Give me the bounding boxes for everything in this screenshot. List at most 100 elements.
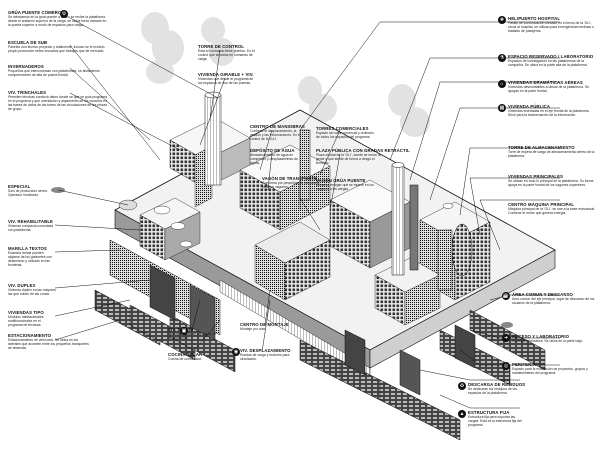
label-title: DEPÓSITO DE AGUA <box>250 148 295 153</box>
label-desc: Alimenta recoger que se mueve en los vag… <box>316 183 374 192</box>
label-title: VAGÓN GRÚA PUENTE <box>316 178 366 183</box>
label-desc: Viviendas que desde el programa de los e… <box>198 77 254 86</box>
label-title: TORRE DE ALMACENAMIENTO <box>508 145 575 150</box>
label-desc: Máquina principal de la 'GLI', se une a … <box>508 207 596 216</box>
label-torre-almacenamiento: TORRE DE ALMACENAMIENTO Torre de espera … <box>508 145 596 158</box>
label-especial: ESPECIAL Solo de producción aérea. Opera… <box>8 184 53 197</box>
label-desc: Solo de producción aérea. Operador Ilumi… <box>8 189 48 198</box>
label-title: CENTRO MÁQUINA PRINCIPAL <box>508 202 575 207</box>
label-area-comun: ÁREA COMUN Y DESCANSO Área común del eje… <box>512 292 596 305</box>
label-title: VIVIENDA PÚBLICA <box>508 104 551 109</box>
label-desc: Torre de espera de carga de almacenamien… <box>508 150 595 159</box>
label-desc: Almacenamiento de agua en compresor y de… <box>250 153 299 166</box>
label-desc: Vivienda informativa. Se ubica en la par… <box>512 339 583 343</box>
label-desc: Módulos habitacionales multifuncionales … <box>8 315 44 328</box>
label-viv-duplex: VIV. DUPLEX Vivienda duplex en las mayor… <box>8 283 56 296</box>
label-marilla: MARILLA TEXTOS Estancia donde pueden alo… <box>8 246 56 267</box>
label-title: VIVIENDA GIRABLE + VIV. <box>198 72 254 77</box>
label-desc: Estructura fija para soportar las cargas… <box>468 415 522 428</box>
building-icon: ▦ <box>498 104 506 112</box>
label-desc: Cocina de comunidad. <box>168 357 202 361</box>
label-desc: Espacios de investigación en las platafo… <box>508 59 588 68</box>
label-estacionamiento: ESTACIONAMIENTO Estacionamiento de vehíc… <box>8 333 90 350</box>
label-title: ACCESO Y LABORATORIO <box>512 334 570 339</box>
label-title: DESCARGA DE RESIDUOS <box>468 382 526 387</box>
label-vagon-grua: VAGÓN GRÚA PUENTE Alimenta recoger que s… <box>316 178 374 191</box>
hospital-icon: ✚ <box>498 16 506 24</box>
label-title: GRÚA PUENTE COMERCIAL <box>8 10 69 15</box>
lab-icon: ⚗ <box>498 54 506 62</box>
label-title: MARILLA TEXTOS <box>8 246 47 251</box>
label-acceso: ACCESO Y LABORATORIO Vivienda informativ… <box>512 334 596 343</box>
label-title: VIV. REHABILITABLE <box>8 219 54 224</box>
label-desc: Paneles con técnico proyecto y totalment… <box>8 45 105 54</box>
label-title: ESCUELA DE SUB <box>8 40 48 45</box>
towers <box>204 91 473 291</box>
label-desc: Estacionamiento de vehículos. Se ubica e… <box>8 338 89 351</box>
label-title: VIVIENDAS TIPO <box>8 310 44 315</box>
label-viv-tatami: VIV. TATAMI Vivir orientadas en las base… <box>168 327 216 340</box>
label-desc: Vivienda duplex en las mayores las que s… <box>8 288 56 297</box>
label-desc: Vivir orientadas en las bases de la colo… <box>168 332 217 341</box>
label-desc: Ruedas de carga y motores para circulaci… <box>240 353 290 362</box>
label-torre-control: TORRE DE CONTROL Ésta en comando tiene p… <box>198 44 258 61</box>
label-invernaderos: INVERNADEROS Pequeños que interconectan … <box>8 64 108 77</box>
house-icon: ⌂ <box>498 80 506 88</box>
label-title: INVERNADEROS <box>8 64 44 69</box>
label-title: ESTRUCTURA FIJA <box>468 410 510 415</box>
label-deposito-agua: DEPÓSITO DE AGUA Almacenamiento de agua … <box>250 148 306 165</box>
label-title: VIV. DESPLAZAMIENTO <box>240 348 291 353</box>
label-title: VIV. TRINCHALES <box>8 90 47 95</box>
label-desc: Vivienda compacta conectada con platafor… <box>8 224 54 233</box>
label-centro-montaje: CENTRO DE MONTAJE Montaje por vías. <box>240 322 294 331</box>
wheel-icon: ◉ <box>232 348 240 356</box>
label-title: TORRE DE CONTROL <box>198 44 245 49</box>
label-periferia: PERIFERIA Espacio para la evaluación de … <box>512 362 596 375</box>
label-desc: Área común del eje principal, lugar de d… <box>512 297 595 306</box>
crane-icon: ⚙ <box>60 10 68 18</box>
waste-icon: ♻ <box>458 382 466 390</box>
label-desc: Pequeños que interconectan con plataform… <box>8 69 100 78</box>
label-title: ESTACIONAMIENTO <box>8 333 52 338</box>
label-title: ÁREA COMUN Y DESCANSO <box>512 292 573 297</box>
label-title: VAGÓN DE TRANSPORTE <box>262 176 318 181</box>
label-title: VIV. DUPLEX <box>8 283 36 288</box>
label-title: ESPACIO RESERVADO / LABORATORIO <box>508 54 594 59</box>
label-title: HELIPUERTO HOSPITAL <box>508 16 561 21</box>
label-title: PLAZA PÚBLICA CON GRADAS RETRÁCTIL <box>316 148 410 153</box>
label-desc: Se dedicarán los residuos de los espacio… <box>468 387 518 396</box>
label-vagon-transporte: VAGÓN DE TRANSPORTE Conforma por pequeña… <box>262 176 320 189</box>
rest-icon: ☕ <box>502 292 510 300</box>
access-icon: ➜ <box>502 334 510 342</box>
label-descarga-residuos: DESCARGA DE RESIDUOS Se dedicarán los re… <box>468 382 526 395</box>
leader-lines <box>54 17 560 409</box>
label-title: TORRES COMERCIALES <box>316 126 369 131</box>
label-desc: Contiene el desplazamiento, la gestión y… <box>250 129 301 142</box>
label-title: CENTRO DE MONTAJE <box>240 322 289 327</box>
label-vivienda-girable: VIVIENDA GIRABLE + VIV. Viviendas que de… <box>198 72 258 85</box>
label-desc: Estancia donde pueden alojarse de los ga… <box>8 251 52 268</box>
label-desc: Conforma por pequeñas de transporte para… <box>262 181 320 190</box>
label-desc: Viviendas desmontables a ubicar de la pl… <box>508 85 589 94</box>
label-desc: Pasillo de comunicación ubicado en el te… <box>508 21 594 34</box>
label-plaza-publica: PLAZA PÚBLICA CON GRADAS RETRÁCTIL Plaza… <box>316 148 410 165</box>
label-title: CENTRO DE MANIOBRAS <box>250 124 305 129</box>
label-grua-puente: GRÚA PUENTE COMERCIAL Se fabricamos en l… <box>8 10 108 27</box>
label-viviendas-principales: VIVIENDAS PRINCIPALES Se ubican en todo … <box>508 174 596 187</box>
label-laboratorio: ESPACIO RESERVADO / LABORATORIO Espacios… <box>508 54 596 67</box>
label-estructura-fija: ESTRUCTURA FIJA Estructura fija para sop… <box>468 410 526 427</box>
label-viv-desplazamiento: VIV. DESPLAZAMIENTO Ruedas de carga y mo… <box>240 348 298 361</box>
periphery-icon: ◎ <box>502 362 510 370</box>
label-title: PERIFERIA <box>512 362 536 367</box>
label-desc: Montaje por vías. <box>240 327 267 331</box>
label-desc: Espacio para la evaluación de proyectos,… <box>512 367 588 376</box>
label-vivienda-publica: VIVIENDA PÚBLICA Viviendas insertadas en… <box>508 104 596 117</box>
label-viv-dramaticas: VIVIENDAS DRAMÁTICAS AÉREAS Viviendas de… <box>508 80 596 93</box>
label-viv-trinchales: VIV. TRINCHALES Permiten técnicas conduc… <box>8 90 108 111</box>
label-desc: Viviendas insertadas en el eje frontal d… <box>508 109 590 118</box>
structure-icon: ▲ <box>458 410 466 418</box>
label-viv-rehabilitable: VIV. REHABILITABLE Vivienda compacta con… <box>8 219 56 232</box>
label-centro-maquina: CENTRO MÁQUINA PRINCIPAL Máquina princip… <box>508 202 596 215</box>
label-centro-maniobras: CENTRO DE MANIOBRAS Contiene el desplaza… <box>250 124 306 141</box>
